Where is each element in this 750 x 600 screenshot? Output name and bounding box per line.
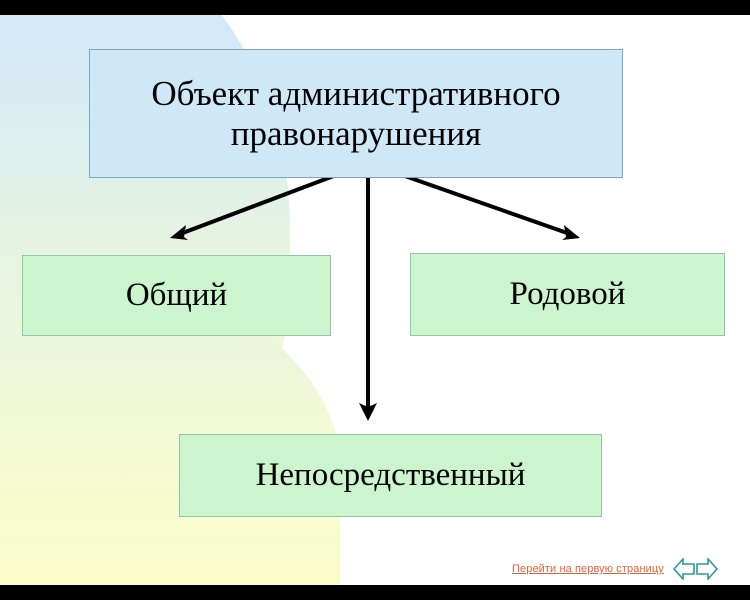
node-box-direct: Непосредственный [179, 434, 602, 517]
node-label-direct: Непосредственный [255, 457, 526, 494]
arrow-to-direct [359, 163, 377, 421]
node-box-general: Общий [22, 255, 331, 336]
node-label-generic: Родовой [509, 276, 626, 313]
slide-canvas: Объект административного правонарушения … [0, 15, 750, 585]
right-arrow-icon[interactable] [696, 558, 718, 580]
go-to-first-page-link[interactable]: Перейти на первую страницу [512, 563, 664, 575]
left-arrow-icon[interactable] [672, 558, 695, 580]
footer-navigation: Перейти на первую страницу [512, 558, 719, 580]
node-box-generic: Родовой [410, 253, 725, 336]
nav-arrows-group [672, 558, 718, 580]
diagram-title-text: Объект административного правонарушения [151, 74, 561, 153]
diagram-title-box: Объект административного правонарушения [89, 49, 623, 178]
node-label-general: Общий [125, 277, 228, 314]
